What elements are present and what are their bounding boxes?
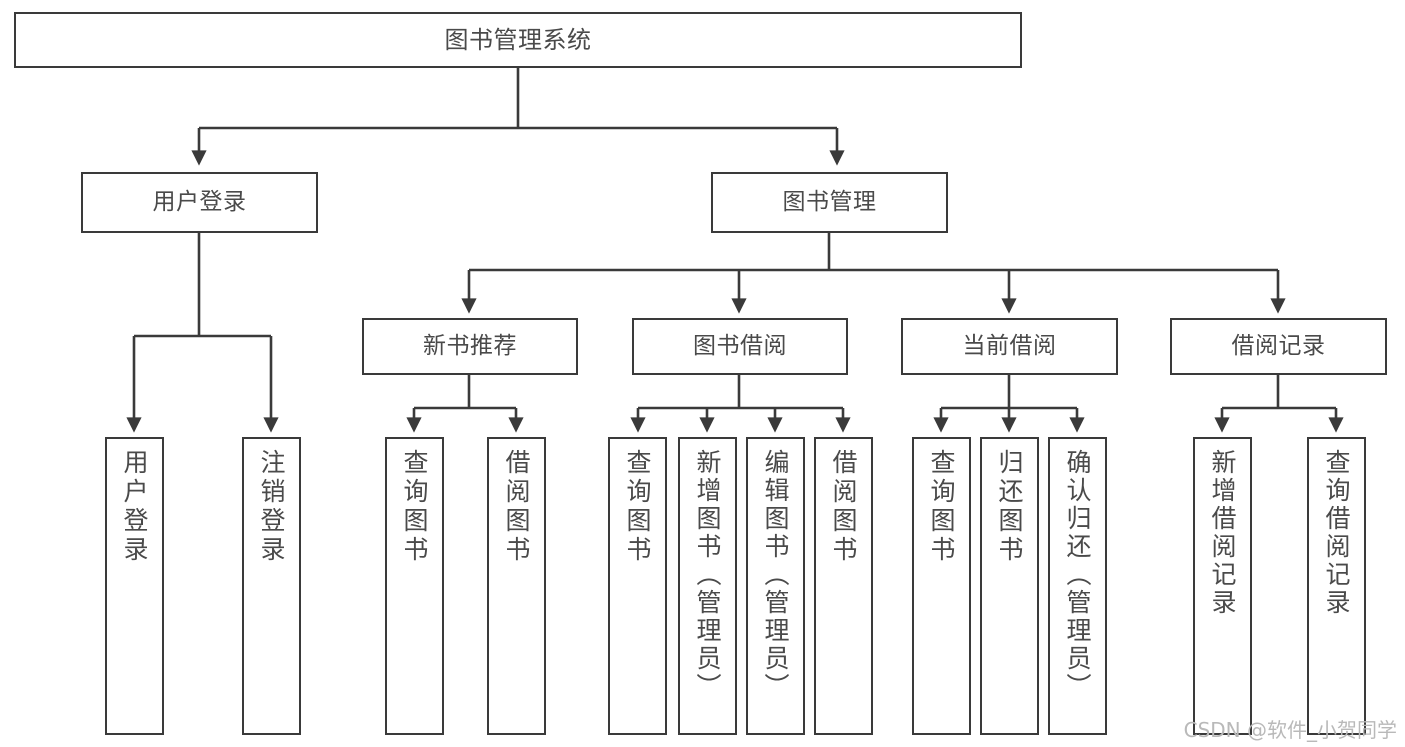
- node-leaf-user-login[interactable]: 用户登录: [105, 437, 164, 735]
- node-label: 借阅图书: [829, 449, 858, 565]
- node-label: 查询图书: [400, 449, 429, 565]
- node-book-management[interactable]: 图书管理: [711, 172, 948, 233]
- node-leaf-add-borrow-record[interactable]: 新增借阅记录: [1193, 437, 1252, 735]
- node-leaf-borrow-book-1[interactable]: 借阅图书: [487, 437, 546, 735]
- node-label: 查询借阅记录: [1322, 449, 1351, 617]
- node-leaf-user-logout[interactable]: 注销登录: [242, 437, 301, 735]
- node-label: 图书管理系统: [444, 25, 592, 54]
- node-label: 新书推荐: [423, 332, 517, 359]
- node-label: 编辑图书（管理员）: [761, 449, 790, 701]
- node-leaf-borrow-book-2[interactable]: 借阅图书: [814, 437, 873, 735]
- node-leaf-query-book-2[interactable]: 查询图书: [608, 437, 667, 735]
- node-borrow-record[interactable]: 借阅记录: [1170, 318, 1387, 375]
- node-label: 借阅图书: [502, 449, 531, 565]
- node-label: 归还图书: [995, 449, 1024, 565]
- node-label: 注销登录: [257, 449, 286, 565]
- node-label: 图书借阅: [693, 332, 787, 359]
- node-new-book-recommend[interactable]: 新书推荐: [362, 318, 578, 375]
- node-label: 用户登录: [120, 449, 149, 565]
- node-leaf-add-book[interactable]: 新增图书（管理员）: [678, 437, 737, 735]
- node-label: 新增借阅记录: [1208, 449, 1237, 617]
- node-label: 当前借阅: [962, 332, 1057, 359]
- node-leaf-query-book-3[interactable]: 查询图书: [912, 437, 971, 735]
- node-user-login[interactable]: 用户登录: [81, 172, 318, 233]
- watermark-text: CSDN @软件_小贺同学: [1183, 718, 1397, 742]
- node-root-system[interactable]: 图书管理系统: [14, 12, 1022, 68]
- node-label: 图书管理: [782, 188, 877, 215]
- node-label: 用户登录: [152, 188, 247, 215]
- node-leaf-query-book-1[interactable]: 查询图书: [385, 437, 444, 735]
- node-label: 查询图书: [927, 449, 956, 565]
- node-leaf-edit-book[interactable]: 编辑图书（管理员）: [746, 437, 805, 735]
- node-leaf-confirm-return[interactable]: 确认归还（管理员）: [1048, 437, 1107, 735]
- node-current-borrow[interactable]: 当前借阅: [901, 318, 1118, 375]
- node-leaf-query-borrow-record[interactable]: 查询借阅记录: [1307, 437, 1366, 735]
- node-label: 确认归还（管理员）: [1063, 449, 1092, 701]
- node-leaf-return-book[interactable]: 归还图书: [980, 437, 1039, 735]
- node-label: 查询图书: [623, 449, 652, 565]
- node-book-borrow[interactable]: 图书借阅: [632, 318, 848, 375]
- node-label: 新增图书（管理员）: [693, 449, 722, 701]
- node-label: 借阅记录: [1231, 332, 1326, 359]
